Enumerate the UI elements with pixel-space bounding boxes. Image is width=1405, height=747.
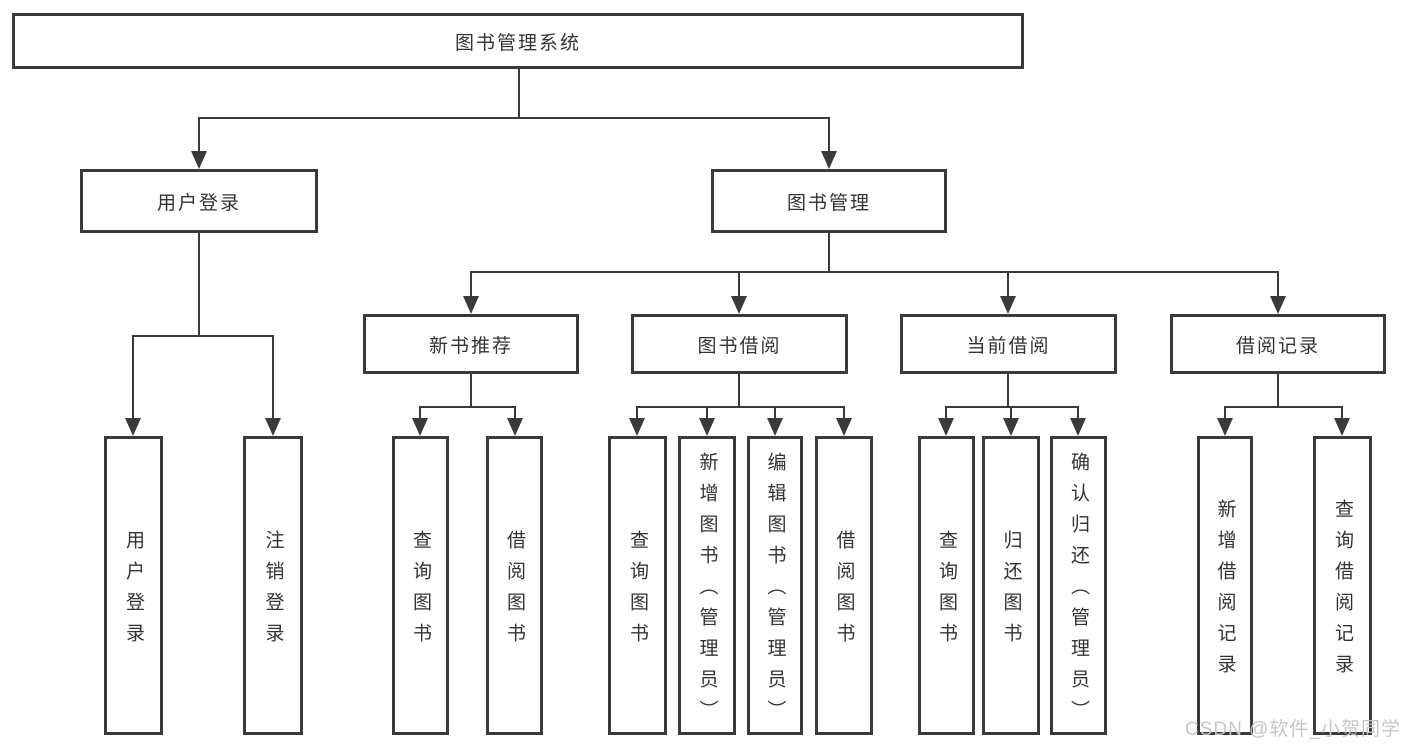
arrowhead-icon xyxy=(1270,296,1286,314)
arrowhead-icon xyxy=(265,418,281,436)
connector-line xyxy=(1077,407,1079,419)
leaf-logout: 注销登录 xyxy=(243,436,303,735)
node-book-borrow: 图书借阅 xyxy=(631,314,848,374)
leaf-query-books-3: 查询图书 xyxy=(918,436,975,735)
leaf-user-login-label: 用户登录 xyxy=(123,529,144,654)
connector-line xyxy=(132,336,134,419)
node-new-book-recommend: 新书推荐 xyxy=(363,314,579,374)
leaf-query-books-1: 查询图书 xyxy=(392,436,449,735)
arrowhead-icon xyxy=(191,151,207,169)
connector-line xyxy=(132,335,274,337)
node-book-management-label: 图书管理 xyxy=(786,192,871,214)
csdn-watermark: CSDN @软件_小贺同学 xyxy=(1185,719,1401,740)
connector-line xyxy=(1277,272,1279,297)
node-root: 图书管理系统 xyxy=(12,13,1024,69)
connector-line xyxy=(774,407,776,419)
leaf-edit-books-admin: 编辑图书（管理员） xyxy=(747,436,803,735)
connector-line xyxy=(843,407,845,419)
leaf-query-borrow-record: 查询借阅记录 xyxy=(1313,436,1372,735)
node-borrow-record: 借阅记录 xyxy=(1170,314,1386,374)
arrowhead-icon xyxy=(125,418,141,436)
connector-line xyxy=(1010,407,1012,419)
node-user-login: 用户登录 xyxy=(80,169,318,233)
leaf-add-books-admin-label: 新增图书（管理员） xyxy=(696,452,718,731)
connector-line xyxy=(945,407,947,419)
connector-line xyxy=(738,374,740,407)
arrowhead-icon xyxy=(938,418,954,436)
arrowhead-icon xyxy=(821,151,837,169)
connector-line xyxy=(1007,374,1009,407)
arrowhead-icon xyxy=(731,296,747,314)
leaf-query-books-1-label: 查询图书 xyxy=(410,529,431,654)
connector-line xyxy=(198,118,200,153)
connector-line xyxy=(470,272,472,297)
arrowhead-icon xyxy=(836,418,852,436)
leaf-query-borrow-record-label: 查询借阅记录 xyxy=(1332,498,1353,685)
connector-line xyxy=(470,374,472,407)
connector-line xyxy=(198,233,200,336)
leaf-query-books-2-label: 查询图书 xyxy=(627,529,648,654)
leaf-confirm-return-admin: 确认归还（管理员） xyxy=(1050,436,1107,735)
arrowhead-icon xyxy=(699,418,715,436)
connector-line xyxy=(636,406,845,408)
connector-line xyxy=(828,233,830,272)
connector-line xyxy=(419,407,421,419)
leaf-user-login: 用户登录 xyxy=(104,436,163,735)
leaf-borrow-books-2-label: 借阅图书 xyxy=(833,529,855,654)
connector-line xyxy=(945,406,1079,408)
node-root-label: 图书管理系统 xyxy=(454,32,581,54)
connector-line xyxy=(706,407,708,419)
leaf-return-books-label: 归还图书 xyxy=(1000,529,1022,654)
arrowhead-icon xyxy=(412,418,428,436)
node-book-management: 图书管理 xyxy=(711,169,947,233)
arrowhead-icon xyxy=(507,418,523,436)
connector-line xyxy=(1224,407,1226,419)
arrowhead-icon xyxy=(767,418,783,436)
connector-line xyxy=(198,117,830,119)
connector-line xyxy=(1224,406,1343,408)
leaf-return-books: 归还图书 xyxy=(982,436,1040,735)
connector-line xyxy=(1277,374,1279,407)
leaf-borrow-books-1-label: 借阅图书 xyxy=(504,529,525,654)
arrowhead-icon xyxy=(629,418,645,436)
node-book-borrow-label: 图书借阅 xyxy=(697,335,782,357)
connector-line xyxy=(272,336,274,419)
connector-line xyxy=(518,68,520,118)
connector-line xyxy=(636,407,638,419)
leaf-add-borrow-record: 新增借阅记录 xyxy=(1197,436,1253,735)
connector-line xyxy=(470,271,1279,273)
connector-line xyxy=(514,407,516,419)
arrowhead-icon xyxy=(1070,418,1086,436)
node-current-borrow-label: 当前借阅 xyxy=(966,335,1051,357)
leaf-add-books-admin: 新增图书（管理员） xyxy=(678,436,736,735)
leaf-edit-books-admin-label: 编辑图书（管理员） xyxy=(764,452,786,731)
leaf-logout-label: 注销登录 xyxy=(262,529,284,654)
leaf-add-borrow-record-label: 新增借阅记录 xyxy=(1214,498,1236,685)
arrowhead-icon xyxy=(1217,418,1233,436)
node-new-book-recommend-label: 新书推荐 xyxy=(428,335,513,357)
leaf-confirm-return-admin-label: 确认归还（管理员） xyxy=(1068,452,1089,731)
arrowhead-icon xyxy=(1334,418,1350,436)
connector-line xyxy=(828,118,830,153)
connector-line xyxy=(419,406,516,408)
leaf-borrow-books-1: 借阅图书 xyxy=(486,436,543,735)
leaf-borrow-books-2: 借阅图书 xyxy=(815,436,873,735)
connector-line xyxy=(738,272,740,297)
node-user-login-label: 用户登录 xyxy=(156,192,241,214)
connector-line xyxy=(1007,272,1009,297)
node-current-borrow: 当前借阅 xyxy=(900,314,1117,374)
arrowhead-icon xyxy=(463,296,479,314)
node-borrow-record-label: 借阅记录 xyxy=(1235,335,1320,357)
leaf-query-books-2: 查询图书 xyxy=(608,436,667,735)
arrowhead-icon xyxy=(1003,418,1019,436)
leaf-query-books-3-label: 查询图书 xyxy=(936,529,957,654)
arrowhead-icon xyxy=(1000,296,1016,314)
connector-line xyxy=(1341,407,1343,419)
